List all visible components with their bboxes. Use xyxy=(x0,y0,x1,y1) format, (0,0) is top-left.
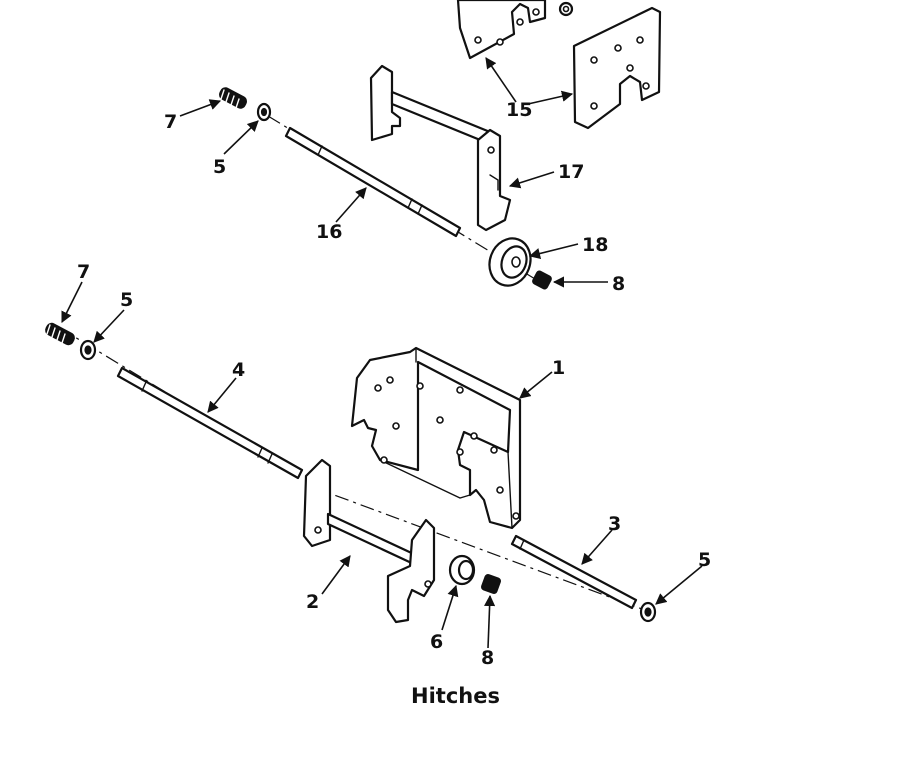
callout-15: 15 xyxy=(506,99,532,121)
callout-7-left: 7 xyxy=(77,261,90,283)
spring-7-top xyxy=(218,87,248,109)
callout-group-top: 15 7 5 16 17 18 8 xyxy=(164,57,625,295)
callout-6: 6 xyxy=(430,631,443,653)
callout-1: 1 xyxy=(552,357,565,379)
callout-5-top: 5 xyxy=(213,156,226,178)
callout-8-bottom: 8 xyxy=(481,647,494,669)
plate-15-right xyxy=(572,6,662,130)
callout-4: 4 xyxy=(232,359,245,381)
nut-top xyxy=(558,1,574,17)
washer-5-top xyxy=(256,102,272,122)
shaft-16 xyxy=(284,126,462,238)
washer-5-right xyxy=(639,601,657,623)
callout-5-left: 5 xyxy=(120,289,133,311)
cap-8-top xyxy=(532,270,552,290)
plate-15-left xyxy=(456,0,547,60)
callout-2: 2 xyxy=(306,591,319,613)
callout-17: 17 xyxy=(558,161,584,183)
callout-3: 3 xyxy=(608,513,621,535)
washer-5-left xyxy=(79,339,97,361)
callout-group-bottom: 7 5 4 1 3 5 2 6 8 xyxy=(61,261,711,669)
wheel-18 xyxy=(488,237,532,287)
spacer-6 xyxy=(448,554,476,586)
figure-caption: Hitches xyxy=(411,684,500,708)
callout-5-right: 5 xyxy=(698,549,711,571)
callout-16: 16 xyxy=(316,221,342,243)
callout-8-top: 8 xyxy=(612,273,625,295)
bracket-2 xyxy=(302,458,436,624)
shaft-3 xyxy=(510,534,638,610)
callout-18: 18 xyxy=(582,234,608,256)
spring-7-left xyxy=(45,322,75,346)
bracket-1 xyxy=(350,346,522,530)
shaft-4 xyxy=(116,366,304,480)
callout-7-top: 7 xyxy=(164,111,177,133)
cap-8-bottom xyxy=(480,573,502,595)
bracket-17 xyxy=(369,64,512,232)
